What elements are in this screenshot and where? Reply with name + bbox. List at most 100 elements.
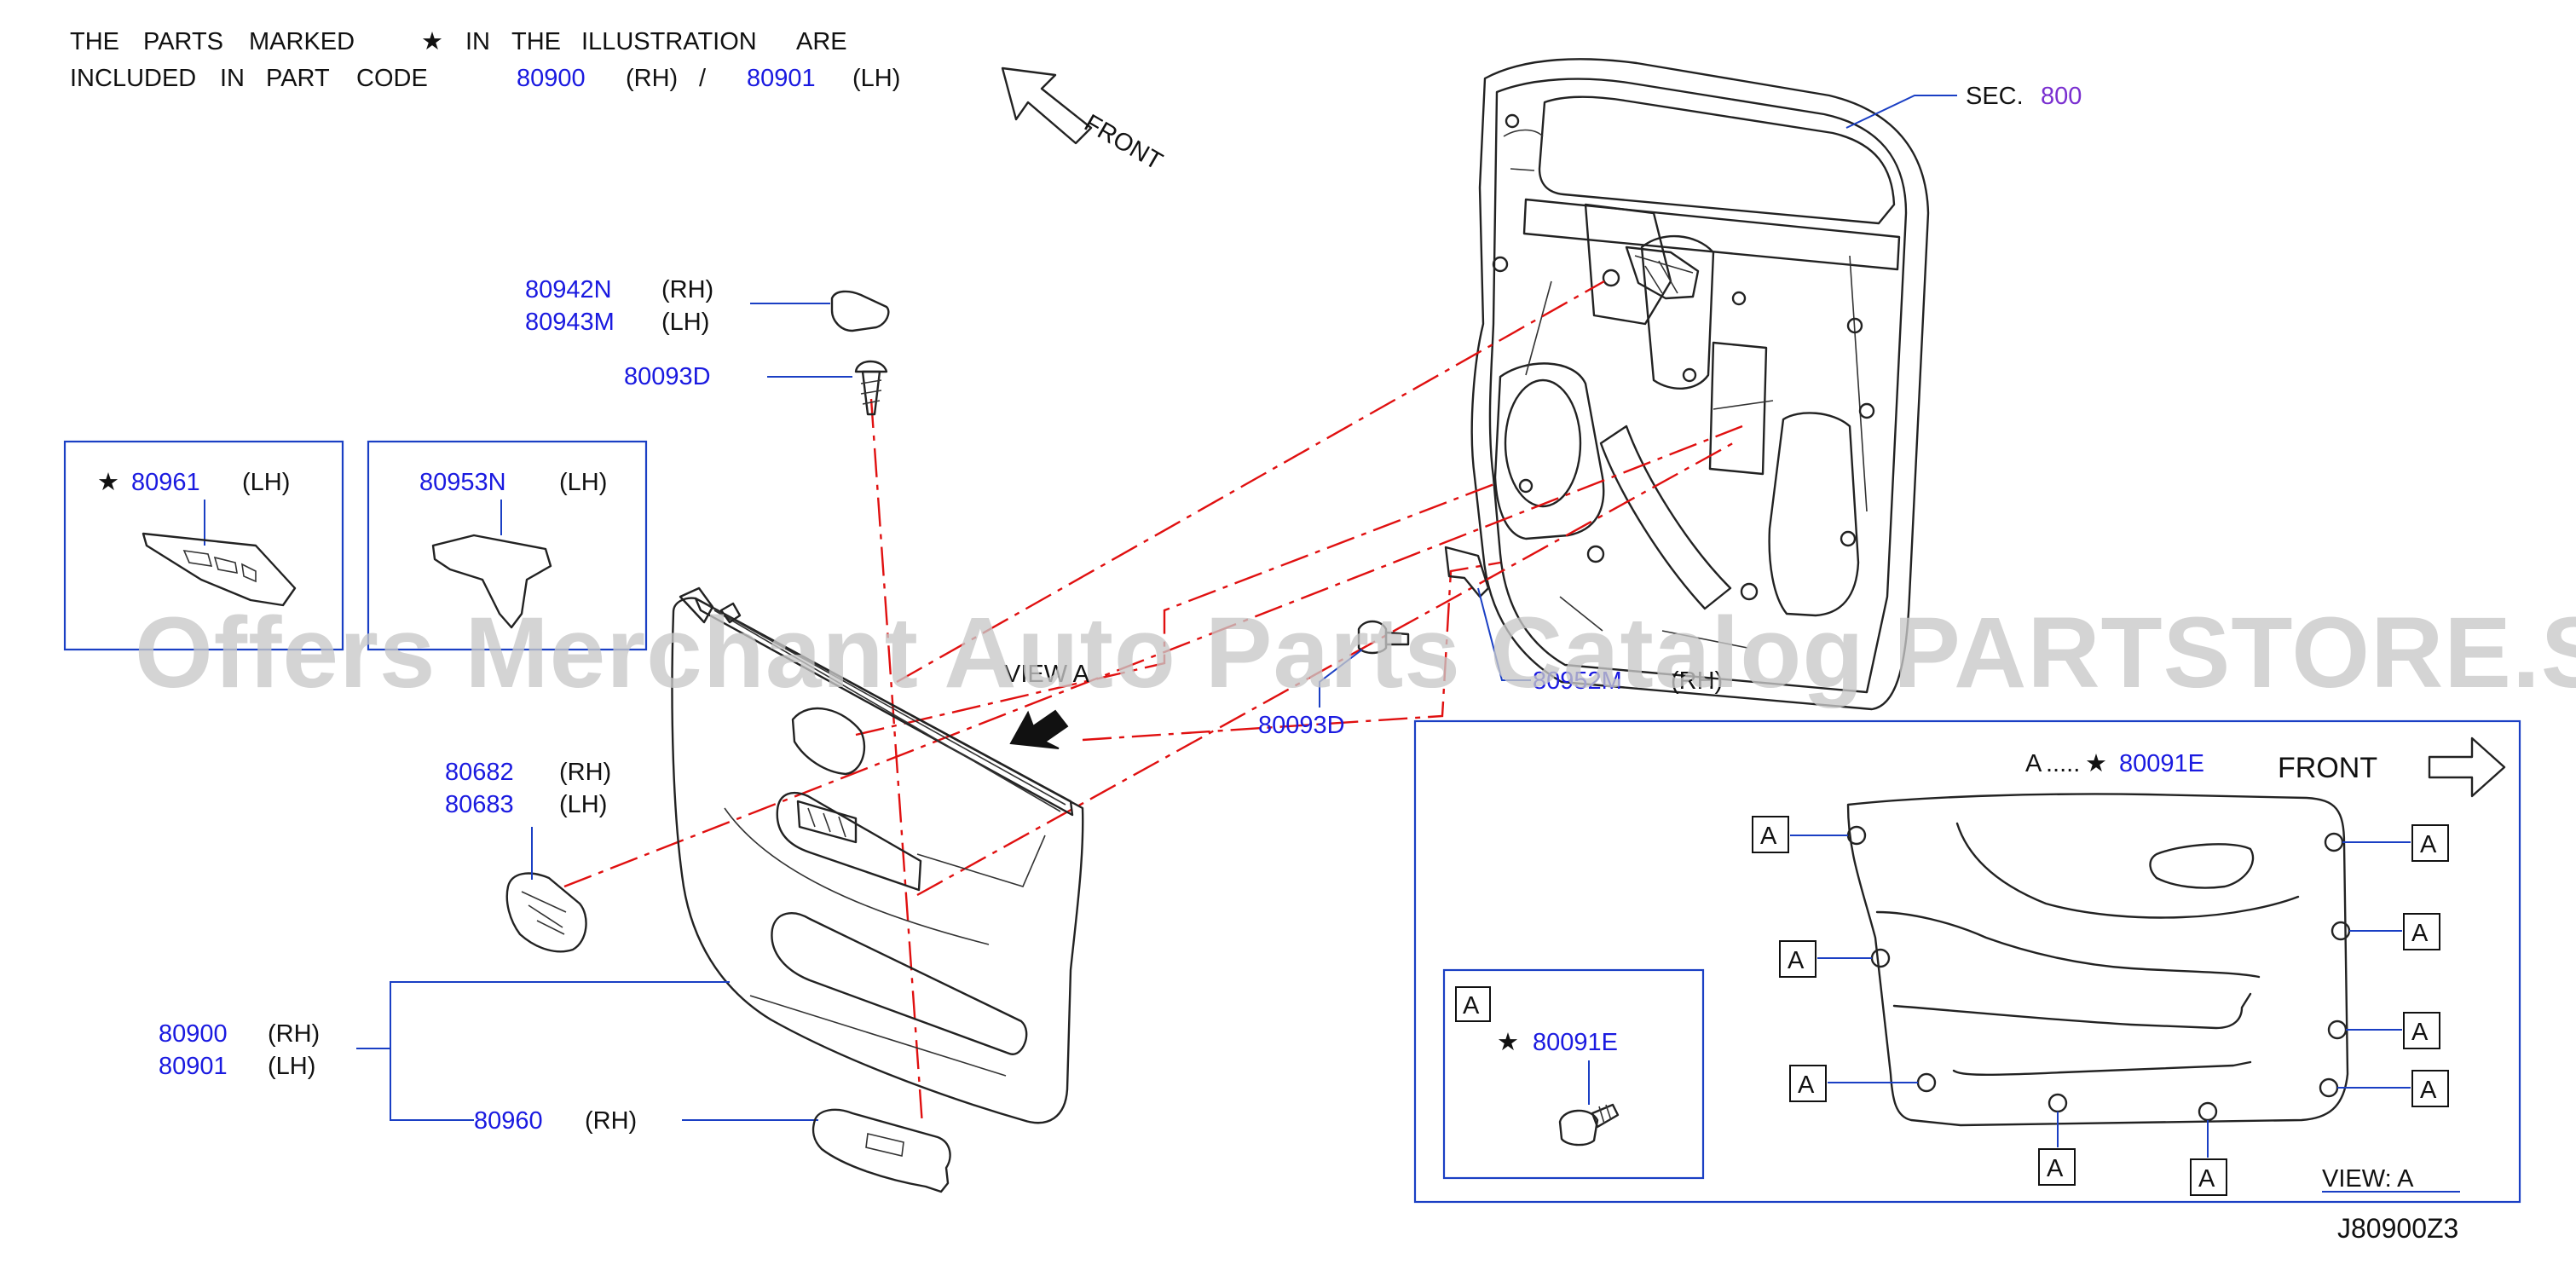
clip-point <box>2048 1093 2068 1113</box>
part-80900[interactable]: 80900 (RH) 80901 (LH) <box>159 981 730 1121</box>
side-label: (LH) <box>268 1053 315 1080</box>
part-number[interactable]: 80091E <box>2119 750 2204 777</box>
view-a-frame <box>1413 719 2521 1204</box>
clip-markers: A A A A A A A A A <box>1752 816 2449 1196</box>
part-number[interactable]: 80961 <box>131 469 200 496</box>
clip-marker: A <box>2198 1165 2215 1193</box>
part-80093D-top[interactable]: 80093D <box>624 360 888 416</box>
screw-icon <box>854 360 888 373</box>
clip-marker: A <box>2420 831 2437 858</box>
side-label: (LH) <box>852 65 900 92</box>
side-label: (LH) <box>661 309 709 336</box>
note-word: THE <box>511 28 561 55</box>
section-reference[interactable]: SEC. 800 <box>1845 83 2082 129</box>
inset-frame <box>1442 968 1705 1180</box>
part-number[interactable]: 80093D <box>624 363 711 390</box>
callout-box <box>63 440 344 651</box>
part-number[interactable]: 80953N <box>419 469 506 496</box>
clip-marker: A <box>2420 1077 2437 1104</box>
view-caption: VIEW: A <box>2322 1165 2414 1193</box>
note-word: THE <box>70 28 119 55</box>
part-80942N[interactable]: 80942N (RH) 80943M (LH) <box>525 276 890 336</box>
note-word: ILLUSTRATION <box>581 28 757 55</box>
part-80093D-mid[interactable]: 80093D <box>1258 620 1410 739</box>
side-label: (LH) <box>559 469 607 496</box>
bracket-icon <box>431 534 552 629</box>
view-arrow-icon <box>1009 709 1069 749</box>
view-a-indicator: VIEW A <box>1004 661 1090 749</box>
clip-marker: A <box>2411 920 2429 947</box>
part-box-80953N[interactable]: 80953N (LH) <box>367 440 648 651</box>
front-label: FRONT <box>2278 752 2377 784</box>
legend-key: A <box>2025 750 2042 777</box>
note-word: INCLUDED <box>70 65 196 92</box>
clip-locations <box>1846 825 2351 1122</box>
slash: / <box>699 65 707 92</box>
clip-point <box>2331 921 2351 941</box>
side-label: (RH) <box>585 1107 637 1135</box>
bracket-icon <box>1444 546 1490 598</box>
door-finisher <box>671 586 1084 1124</box>
clip-marker: A <box>1463 992 1480 1020</box>
armrest-icon <box>811 1108 951 1193</box>
star-icon: ★ <box>97 469 119 496</box>
part-number[interactable]: 80943M <box>525 309 615 336</box>
front-arrow-icon <box>2428 736 2506 798</box>
side-label: (RH) <box>1671 667 1723 695</box>
part-box-80961[interactable]: ★ 80961 (LH) <box>63 440 344 651</box>
view-a-panel: A ..... ★ 80091E FRONT <box>1413 719 2521 1204</box>
side-label: (LH) <box>559 791 607 818</box>
star-icon: ★ <box>2085 750 2107 777</box>
leader-line <box>1319 649 1363 708</box>
section-number[interactable]: 800 <box>2041 83 2082 110</box>
note-word: PART <box>266 65 330 92</box>
handle-bezel-icon <box>505 872 587 953</box>
front-label: FRONT <box>1080 109 1168 176</box>
note-word: CODE <box>356 65 428 92</box>
side-label: (LH) <box>242 469 290 496</box>
clip-marker: A <box>1760 823 1777 850</box>
clip-point <box>2324 832 2344 852</box>
drawing-code: J80900Z3 <box>2337 1213 2458 1244</box>
door-inner-panel <box>1470 58 1930 711</box>
part-number[interactable]: 80960 <box>474 1107 543 1135</box>
watermark: Offers Merchant Auto Parts Catalog PARTS… <box>135 597 2576 709</box>
part-number[interactable]: 80942N <box>525 276 612 303</box>
switch-finisher-icon <box>142 532 297 607</box>
part-80952M[interactable]: 80952M (RH) <box>1444 546 1723 695</box>
note-word: PARTS <box>143 28 223 55</box>
clip-marker: A <box>1798 1071 1815 1099</box>
leader-line <box>390 981 730 1121</box>
clip-inset[interactable]: A ★ 80091E <box>1442 968 1705 1180</box>
clip-icon <box>1357 620 1388 655</box>
clip-point <box>2319 1077 2339 1098</box>
header-note: THE PARTS MARKED ★ IN THE ILLUSTRATION A… <box>70 28 900 92</box>
note-word: ARE <box>796 28 847 55</box>
part-number[interactable]: 80901 <box>747 65 816 92</box>
clip-point <box>2327 1020 2348 1040</box>
part-number[interactable]: 80900 <box>159 1020 228 1048</box>
part-number[interactable]: 80093D <box>1258 712 1345 739</box>
star-icon: ★ <box>421 28 443 55</box>
front-arrow-icon <box>1001 66 1093 145</box>
part-number[interactable]: 80952M <box>1533 667 1622 695</box>
clip-marker: A <box>2411 1019 2429 1046</box>
clip-point <box>2198 1101 2218 1122</box>
side-label: (RH) <box>559 759 611 786</box>
clip-fastener-icon <box>1558 1109 1599 1147</box>
part-number[interactable]: 80682 <box>445 759 514 786</box>
part-number[interactable]: 80683 <box>445 791 514 818</box>
part-80960[interactable]: 80960 (RH) <box>474 1107 951 1193</box>
part-80682[interactable]: 80682 (RH) 80683 (LH) <box>445 759 611 953</box>
section-leader <box>1845 95 1957 129</box>
clip-marker: A <box>1788 947 1805 974</box>
part-number[interactable]: 80900 <box>517 65 586 92</box>
part-number[interactable]: 80091E <box>1533 1029 1618 1056</box>
legend-dots: ..... <box>2046 750 2080 777</box>
section-label: SEC. <box>1966 83 2024 110</box>
leader-line <box>1477 587 1531 681</box>
side-label: (RH) <box>626 65 678 92</box>
clip-point <box>1916 1072 1937 1093</box>
part-number[interactable]: 80901 <box>159 1053 228 1080</box>
